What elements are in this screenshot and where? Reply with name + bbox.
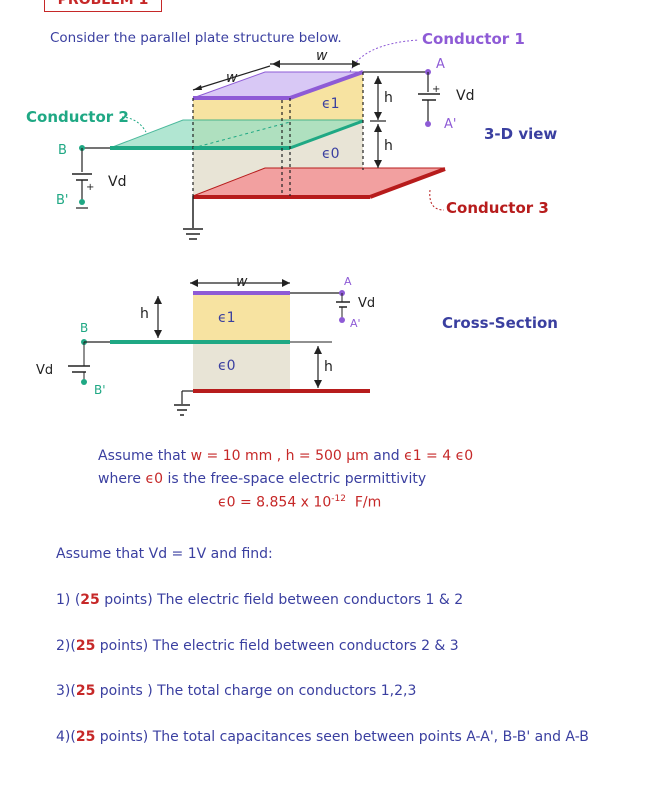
question-text: points) The electric field between condu… bbox=[99, 592, 464, 608]
cross-section-label: Cross-Section bbox=[442, 314, 558, 332]
cs-vd-label-a: Vd bbox=[358, 296, 375, 311]
cs-vd-label-b: Vd bbox=[36, 363, 53, 378]
eps0-label: ϵ0 bbox=[322, 146, 340, 162]
conductor1-label: Conductor 1 bbox=[422, 30, 525, 48]
cs-eps1-region bbox=[193, 292, 290, 342]
svg-text:+: + bbox=[432, 84, 440, 95]
label-b-prime: B' bbox=[56, 193, 69, 208]
cs-terminal-b-prime bbox=[81, 379, 87, 385]
question-text: points ) The total charge on conductors … bbox=[95, 683, 417, 699]
assume-prefix: Assume that bbox=[98, 448, 187, 464]
question-points: 25 bbox=[75, 638, 96, 654]
figure-3d: Conductor 1 w w h h ϵ1 ϵ0 A bbox=[26, 30, 557, 240]
assume-and: and bbox=[373, 448, 400, 464]
w-label: w bbox=[226, 70, 238, 86]
question-prefix: 1) ( bbox=[56, 592, 81, 608]
assume-eps0: ϵ0 bbox=[145, 471, 163, 487]
terminal-a-prime bbox=[425, 121, 431, 127]
question-prefix: 3)( bbox=[56, 683, 76, 699]
conductor1-edge-side bbox=[289, 70, 364, 100]
label-b: B bbox=[58, 143, 67, 158]
eps0-value: ϵ0 = 8.854 x 10-12 F/m bbox=[218, 494, 381, 511]
w-label-2: w bbox=[316, 48, 328, 64]
terminal-b-prime bbox=[79, 199, 85, 205]
conductor3-label: Conductor 3 bbox=[446, 199, 549, 217]
label-a: A bbox=[436, 57, 445, 72]
label-a-prime: A' bbox=[444, 117, 456, 132]
question-text: points) The total capacitances seen betw… bbox=[95, 729, 589, 745]
cs-h-label-top: h bbox=[140, 306, 149, 322]
cs-label-a: A bbox=[344, 275, 352, 288]
question-prefix: 2)( bbox=[56, 638, 76, 654]
eps0-unit: F/m bbox=[354, 494, 382, 511]
vd-assumption: Assume that Vd = 1V and find: bbox=[56, 546, 273, 562]
cs-label-b: B bbox=[80, 321, 88, 335]
assume-where: where bbox=[98, 471, 141, 487]
eps0-number: ϵ0 = 8.854 x 10 bbox=[218, 494, 332, 511]
question-prefix: 4)( bbox=[56, 729, 76, 745]
assume-values: w = 10 mm , h = 500 μm bbox=[190, 448, 369, 464]
w-dimension-left bbox=[192, 65, 271, 91]
conductor1-leader bbox=[349, 39, 419, 73]
eps0-exponent: -12 bbox=[331, 494, 346, 504]
question-points: 25 bbox=[75, 729, 96, 745]
vd-label-b: Vd bbox=[108, 174, 126, 190]
cs-eps0-label: ϵ0 bbox=[218, 358, 236, 374]
conductor3-leader bbox=[429, 189, 445, 211]
question-points: 25 bbox=[80, 592, 100, 608]
dashed-diagonal bbox=[192, 121, 291, 149]
question-text: points) The electric field between condu… bbox=[95, 638, 459, 654]
question-1: 1) (25 points) The electric field betwee… bbox=[56, 592, 463, 608]
intro-text: Consider the parallel plate structure be… bbox=[50, 30, 342, 46]
cs-eps1-label: ϵ1 bbox=[218, 310, 236, 326]
vd-label-a: Vd bbox=[456, 88, 474, 104]
question-4: 4)(25 points) The total capacitances see… bbox=[56, 726, 616, 748]
cs-w-label: w bbox=[236, 274, 248, 290]
cs-label-b-prime: B' bbox=[94, 383, 106, 397]
conductor2-edge-side bbox=[289, 119, 364, 150]
cs-h-label-bottom: h bbox=[324, 359, 333, 375]
conductor3-edge-side bbox=[369, 167, 446, 199]
assumption-line-1: Assume that w = 10 mm , h = 500 μm and ϵ… bbox=[98, 448, 473, 464]
h-label-top: h bbox=[384, 90, 393, 106]
h-label-bottom: h bbox=[384, 138, 393, 154]
view-label: 3-D view bbox=[484, 125, 557, 143]
problem-title: PROBLEM 1 bbox=[44, 0, 162, 12]
eps1-label: ϵ1 bbox=[322, 96, 340, 112]
svg-text:+: + bbox=[86, 182, 94, 193]
cs-eps0-region bbox=[193, 342, 290, 392]
question-points: 25 bbox=[75, 683, 96, 699]
conductor2-label: Conductor 2 bbox=[26, 108, 129, 126]
assumption-line-2: where ϵ0 is the free-space electric perm… bbox=[98, 471, 426, 487]
cs-terminal-a-prime bbox=[339, 317, 345, 323]
cs-label-a-prime: A' bbox=[350, 317, 361, 330]
assume-permittivity-text: is the free-space electric permittivity bbox=[167, 471, 427, 487]
figure-cross-section: w h h ϵ1 ϵ0 A A' Vd Cross-Section B B' V… bbox=[36, 274, 558, 416]
question-2: 2)(25 points) The electric field between… bbox=[56, 638, 459, 654]
assume-eps-ratio: ϵ1 = 4 ϵ0 bbox=[404, 448, 474, 464]
question-3: 3)(25 points ) The total charge on condu… bbox=[56, 683, 416, 699]
